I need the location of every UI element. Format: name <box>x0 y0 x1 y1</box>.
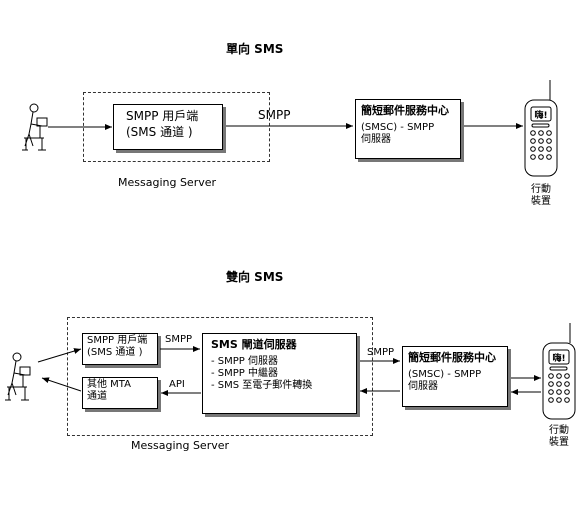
gateway-item-smpp-relay: - SMPP 中繼器 <box>211 368 279 379</box>
one-way-title: 單向 SMS <box>226 42 284 56</box>
user-at-computer-icon <box>5 352 31 401</box>
smpp-client-label: SMPP 用戶端 <box>87 335 148 346</box>
smpp-arrow-label-one-way: SMPP <box>258 108 291 122</box>
smsc-title: 簡短郵件服務中心 <box>408 351 496 364</box>
mobile-device-label-two-way-1: 行動 <box>549 425 569 436</box>
user-at-computer-icon <box>22 103 48 151</box>
mobile-phone-icon <box>542 323 576 420</box>
mobile-phone-icon <box>524 80 558 177</box>
messaging-server-label-one-way: Messaging Server <box>118 176 217 189</box>
smpp-client-box-two-way: SMPP 用戶端 (SMS 通道 ) <box>82 333 158 365</box>
sms-gateway-title: SMS 閘道伺服器 <box>211 338 297 351</box>
smpp-outer-label: SMPP <box>367 347 395 358</box>
smpp-client-box-one-way: SMPP 用戶端 (SMS 通道 ) <box>113 104 223 150</box>
mobile-device-label-two-way-2: 裝置 <box>549 437 569 448</box>
arrow-mta-to-user <box>41 377 82 392</box>
smpp-client-label: SMPP 用戶端 <box>126 109 199 123</box>
two-way-title: 雙向 SMS <box>226 270 284 284</box>
phone-screen-text: 嗨! <box>534 109 547 121</box>
other-mta-label: 其他 MTA <box>87 379 131 390</box>
mobile-device-label-one-way-2: 裝置 <box>531 196 551 207</box>
sms-gateway-box: SMS 閘道伺服器 - SMPP 伺服器 - SMPP 中繼器 - SMS 至電… <box>202 333 357 414</box>
messaging-server-boundary-two-way <box>67 317 373 436</box>
mobile-device-label-one-way-1: 行動 <box>531 184 551 195</box>
arrow-user-to-client-two-way <box>37 348 82 363</box>
sms-channel-label: (SMS 通道 ) <box>126 125 193 139</box>
smsc-subtitle: (SMSC) - SMPP <box>361 122 435 133</box>
smsc-title: 簡短郵件服務中心 <box>361 104 449 117</box>
phone-screen-text: 嗨! <box>552 352 565 364</box>
other-mta-box: 其他 MTA 通道 <box>82 377 158 409</box>
messaging-server-label-two-way: Messaging Server <box>131 439 230 452</box>
gateway-item-sms-to-email: - SMS 至電子郵件轉換 <box>211 380 313 391</box>
smsc-server-label: 伺服器 <box>361 134 391 145</box>
smsc-box-one-way: 簡短郵件服務中心 (SMSC) - SMPP 伺服器 <box>355 99 461 159</box>
smsc-subtitle: (SMSC) - SMPP <box>408 369 482 380</box>
smpp-inner-label: SMPP <box>165 334 193 345</box>
smsc-box-two-way: 簡短郵件服務中心 (SMSC) - SMPP 伺服器 <box>402 346 508 407</box>
smsc-server-label: 伺服器 <box>408 381 438 392</box>
channel-label: 通道 <box>87 391 107 402</box>
gateway-item-smpp-server: - SMPP 伺服器 <box>211 356 279 367</box>
sms-channel-label: (SMS 通道 ) <box>87 347 143 358</box>
api-label: API <box>169 379 185 390</box>
